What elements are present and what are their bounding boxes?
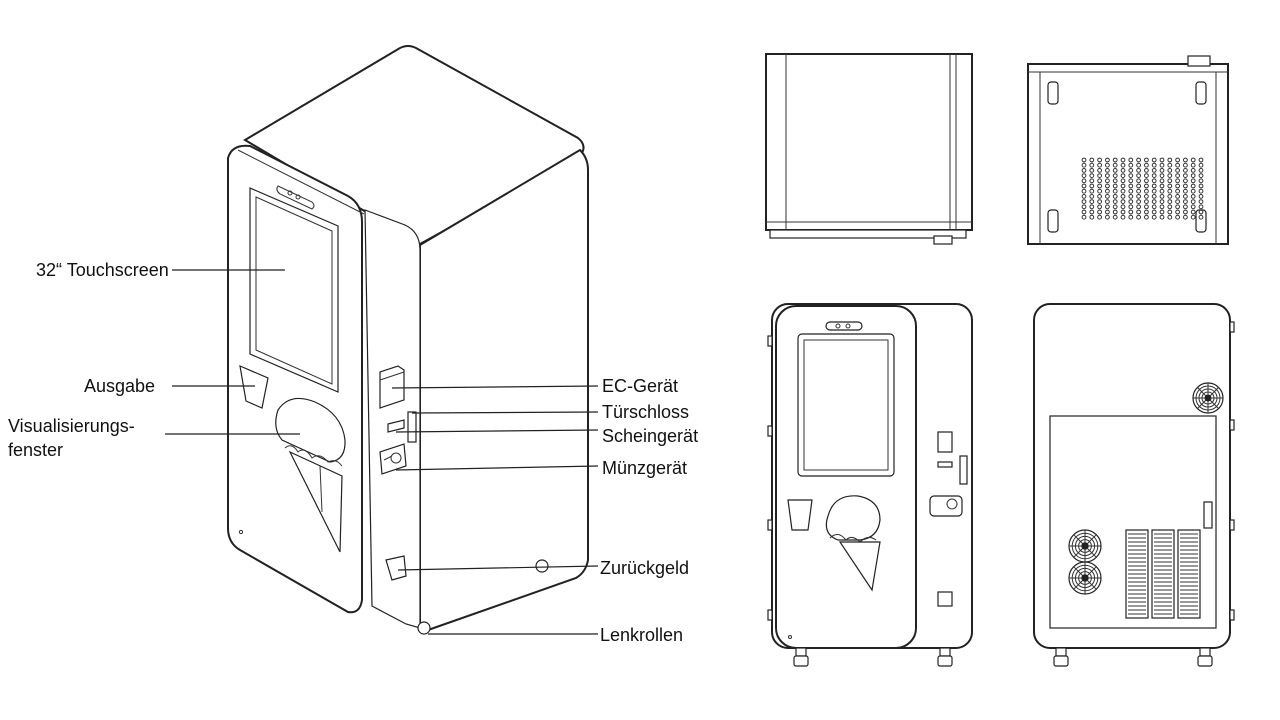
side-view <box>765 53 973 245</box>
label-ausgabe: Ausgabe <box>84 376 155 396</box>
front-caster-left <box>793 647 809 667</box>
label-scheingeraet: Scheingerät <box>602 426 698 446</box>
label-muenzgeraet: Münzgerät <box>602 458 687 478</box>
iso-ec-geraet <box>379 365 405 409</box>
callouts: 32“ Touchscreen Ausgabe Visualisierungs-… <box>8 260 698 645</box>
iso-touchscreen <box>249 187 339 393</box>
isometric-view <box>227 45 589 635</box>
iso-tuerschloss <box>407 411 417 443</box>
iso-icecream-graphic <box>275 397 346 553</box>
label-lenkrollen: Lenkrollen <box>600 625 683 645</box>
iso-muenzgeraet <box>379 443 407 475</box>
iso-ausgabe <box>239 365 269 409</box>
label-tuerschloss: Türschloss <box>602 402 689 422</box>
back-caster-left <box>1053 647 1069 667</box>
label-ec-geraet: EC-Gerät <box>602 376 678 396</box>
back-view <box>1033 303 1235 667</box>
back-fan-lower-1 <box>1068 529 1102 563</box>
label-touchscreen: 32“ Touchscreen <box>36 260 169 280</box>
back-caster-right <box>1197 647 1213 667</box>
back-fan-lower-2 <box>1068 561 1102 595</box>
label-visualisierung-2: fenster <box>8 440 63 460</box>
iso-body-strip <box>364 209 421 629</box>
top-view-vent-grille <box>1081 157 1204 220</box>
iso-scheingeraet <box>387 419 405 433</box>
label-visualisierung-1: Visualisierungs- <box>8 416 135 436</box>
back-fan-top <box>1192 382 1224 414</box>
front-caster-right <box>937 647 953 667</box>
iso-caster-back <box>535 559 549 573</box>
iso-caster-front <box>417 621 431 635</box>
front-view <box>767 303 973 667</box>
top-view <box>1027 55 1229 245</box>
label-zurueckgeld: Zurückgeld <box>600 558 689 578</box>
back-louvre-panel <box>1125 529 1201 619</box>
iso-zurueckgeld <box>385 555 407 581</box>
front-touchscreen <box>797 333 895 477</box>
